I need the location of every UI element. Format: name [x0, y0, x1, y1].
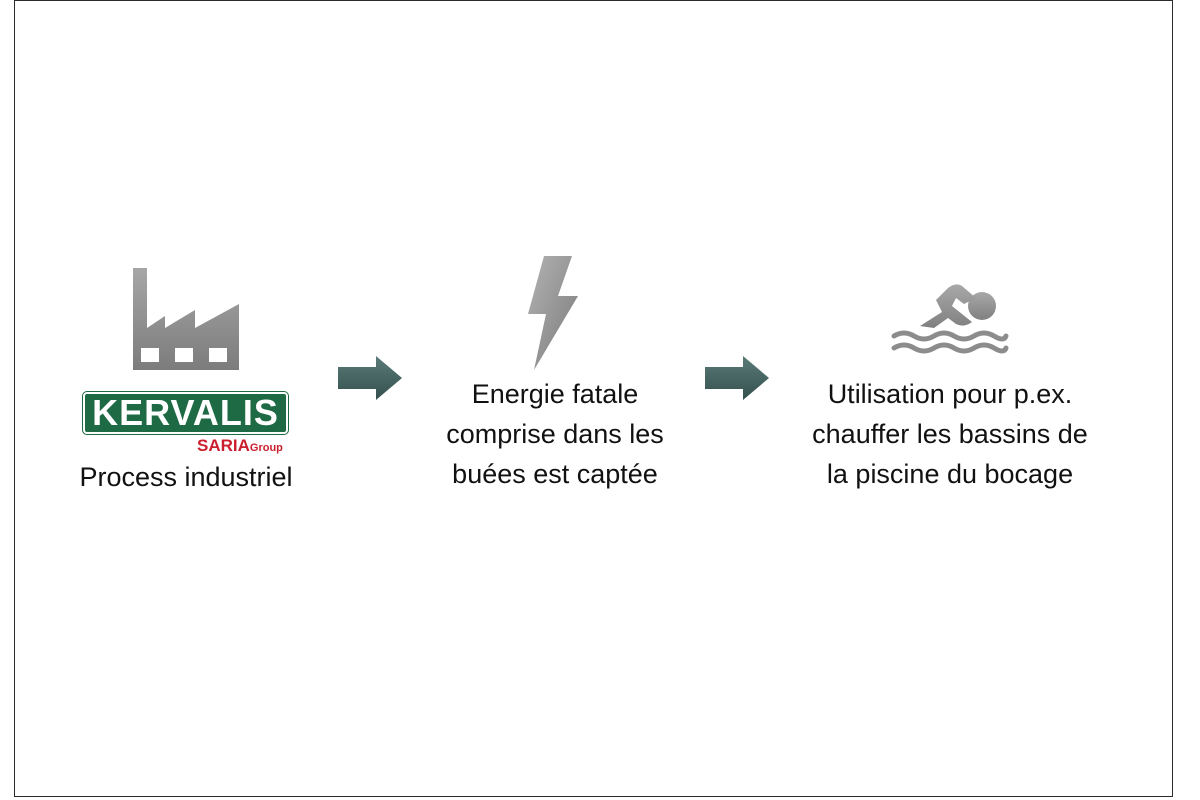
step-2-line-1: Energie fatale [471, 379, 639, 409]
step-3-label: Utilisation pour p.ex. chauffer les bass… [780, 374, 1120, 494]
step-2-line-2: comprise dans les [446, 419, 664, 449]
logo-name: KERVALIS [92, 392, 279, 433]
step-2-line-3: buées est captée [452, 459, 658, 489]
step-3-line-3: la piscine du bocage [826, 459, 1074, 489]
logo-group-main: SARIA [197, 436, 250, 455]
step-1-line-1: Process industriel [79, 462, 293, 492]
kervalis-logo: KERVALIS [82, 391, 289, 435]
lightning-icon [528, 256, 578, 370]
step-3-line-2: chauffer les bassins de [812, 419, 1088, 449]
arrow-right-icon [338, 356, 402, 400]
arrow-right-icon [705, 356, 769, 400]
step-2-label: Energie fatale comprise dans les buées e… [405, 374, 705, 494]
saria-group-logo: SARIAGroup [197, 436, 283, 456]
logo-group-suffix: Group [249, 442, 283, 454]
step-1-label: Process industriel [40, 457, 332, 497]
step-3-line-1: Utilisation pour p.ex. [827, 379, 1073, 409]
factory-icon [133, 268, 239, 370]
swimmer-icon [891, 284, 1009, 354]
